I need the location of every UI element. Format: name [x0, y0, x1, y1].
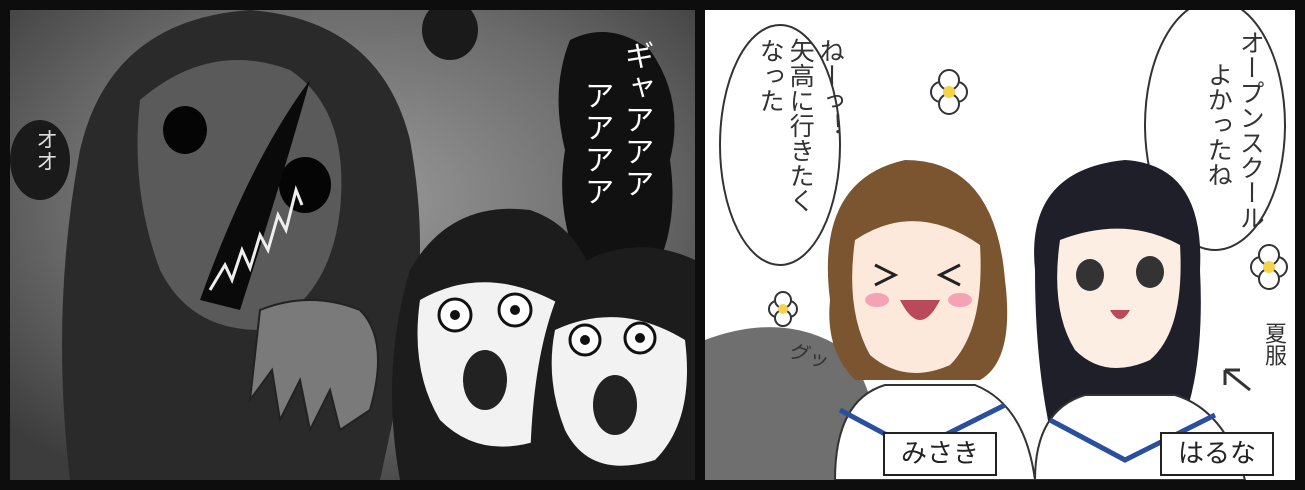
- sfx-text-left: オオ: [32, 128, 57, 172]
- summer-uniform-label: 夏服: [1261, 322, 1286, 366]
- horror-scene-illustration: [10, 10, 695, 480]
- scream-text-column-1: ギャアアア: [618, 40, 654, 200]
- panel-horror: ギャアアア アアアア オオ: [10, 10, 695, 480]
- speech-bubble-left-line-2: 矢高に行きたく: [786, 38, 816, 213]
- name-label-haruna: はるな: [1160, 432, 1274, 476]
- scream-text-column-2: アアアア: [578, 80, 614, 208]
- panel-cheerful: オープンスクール よかったね ねーっ！ 矢高に行きたく なった 夏服 グッ みさ…: [705, 10, 1295, 480]
- speech-bubble-right-line-2: よかったね: [1204, 62, 1234, 187]
- name-label-misaki: みさき: [883, 432, 997, 476]
- speech-bubble-right-line-1: オープンスクール: [1236, 30, 1266, 230]
- speech-bubble-left-line-3: なった: [756, 38, 786, 113]
- speech-bubble-left-line-1: ねーっ！: [816, 38, 846, 138]
